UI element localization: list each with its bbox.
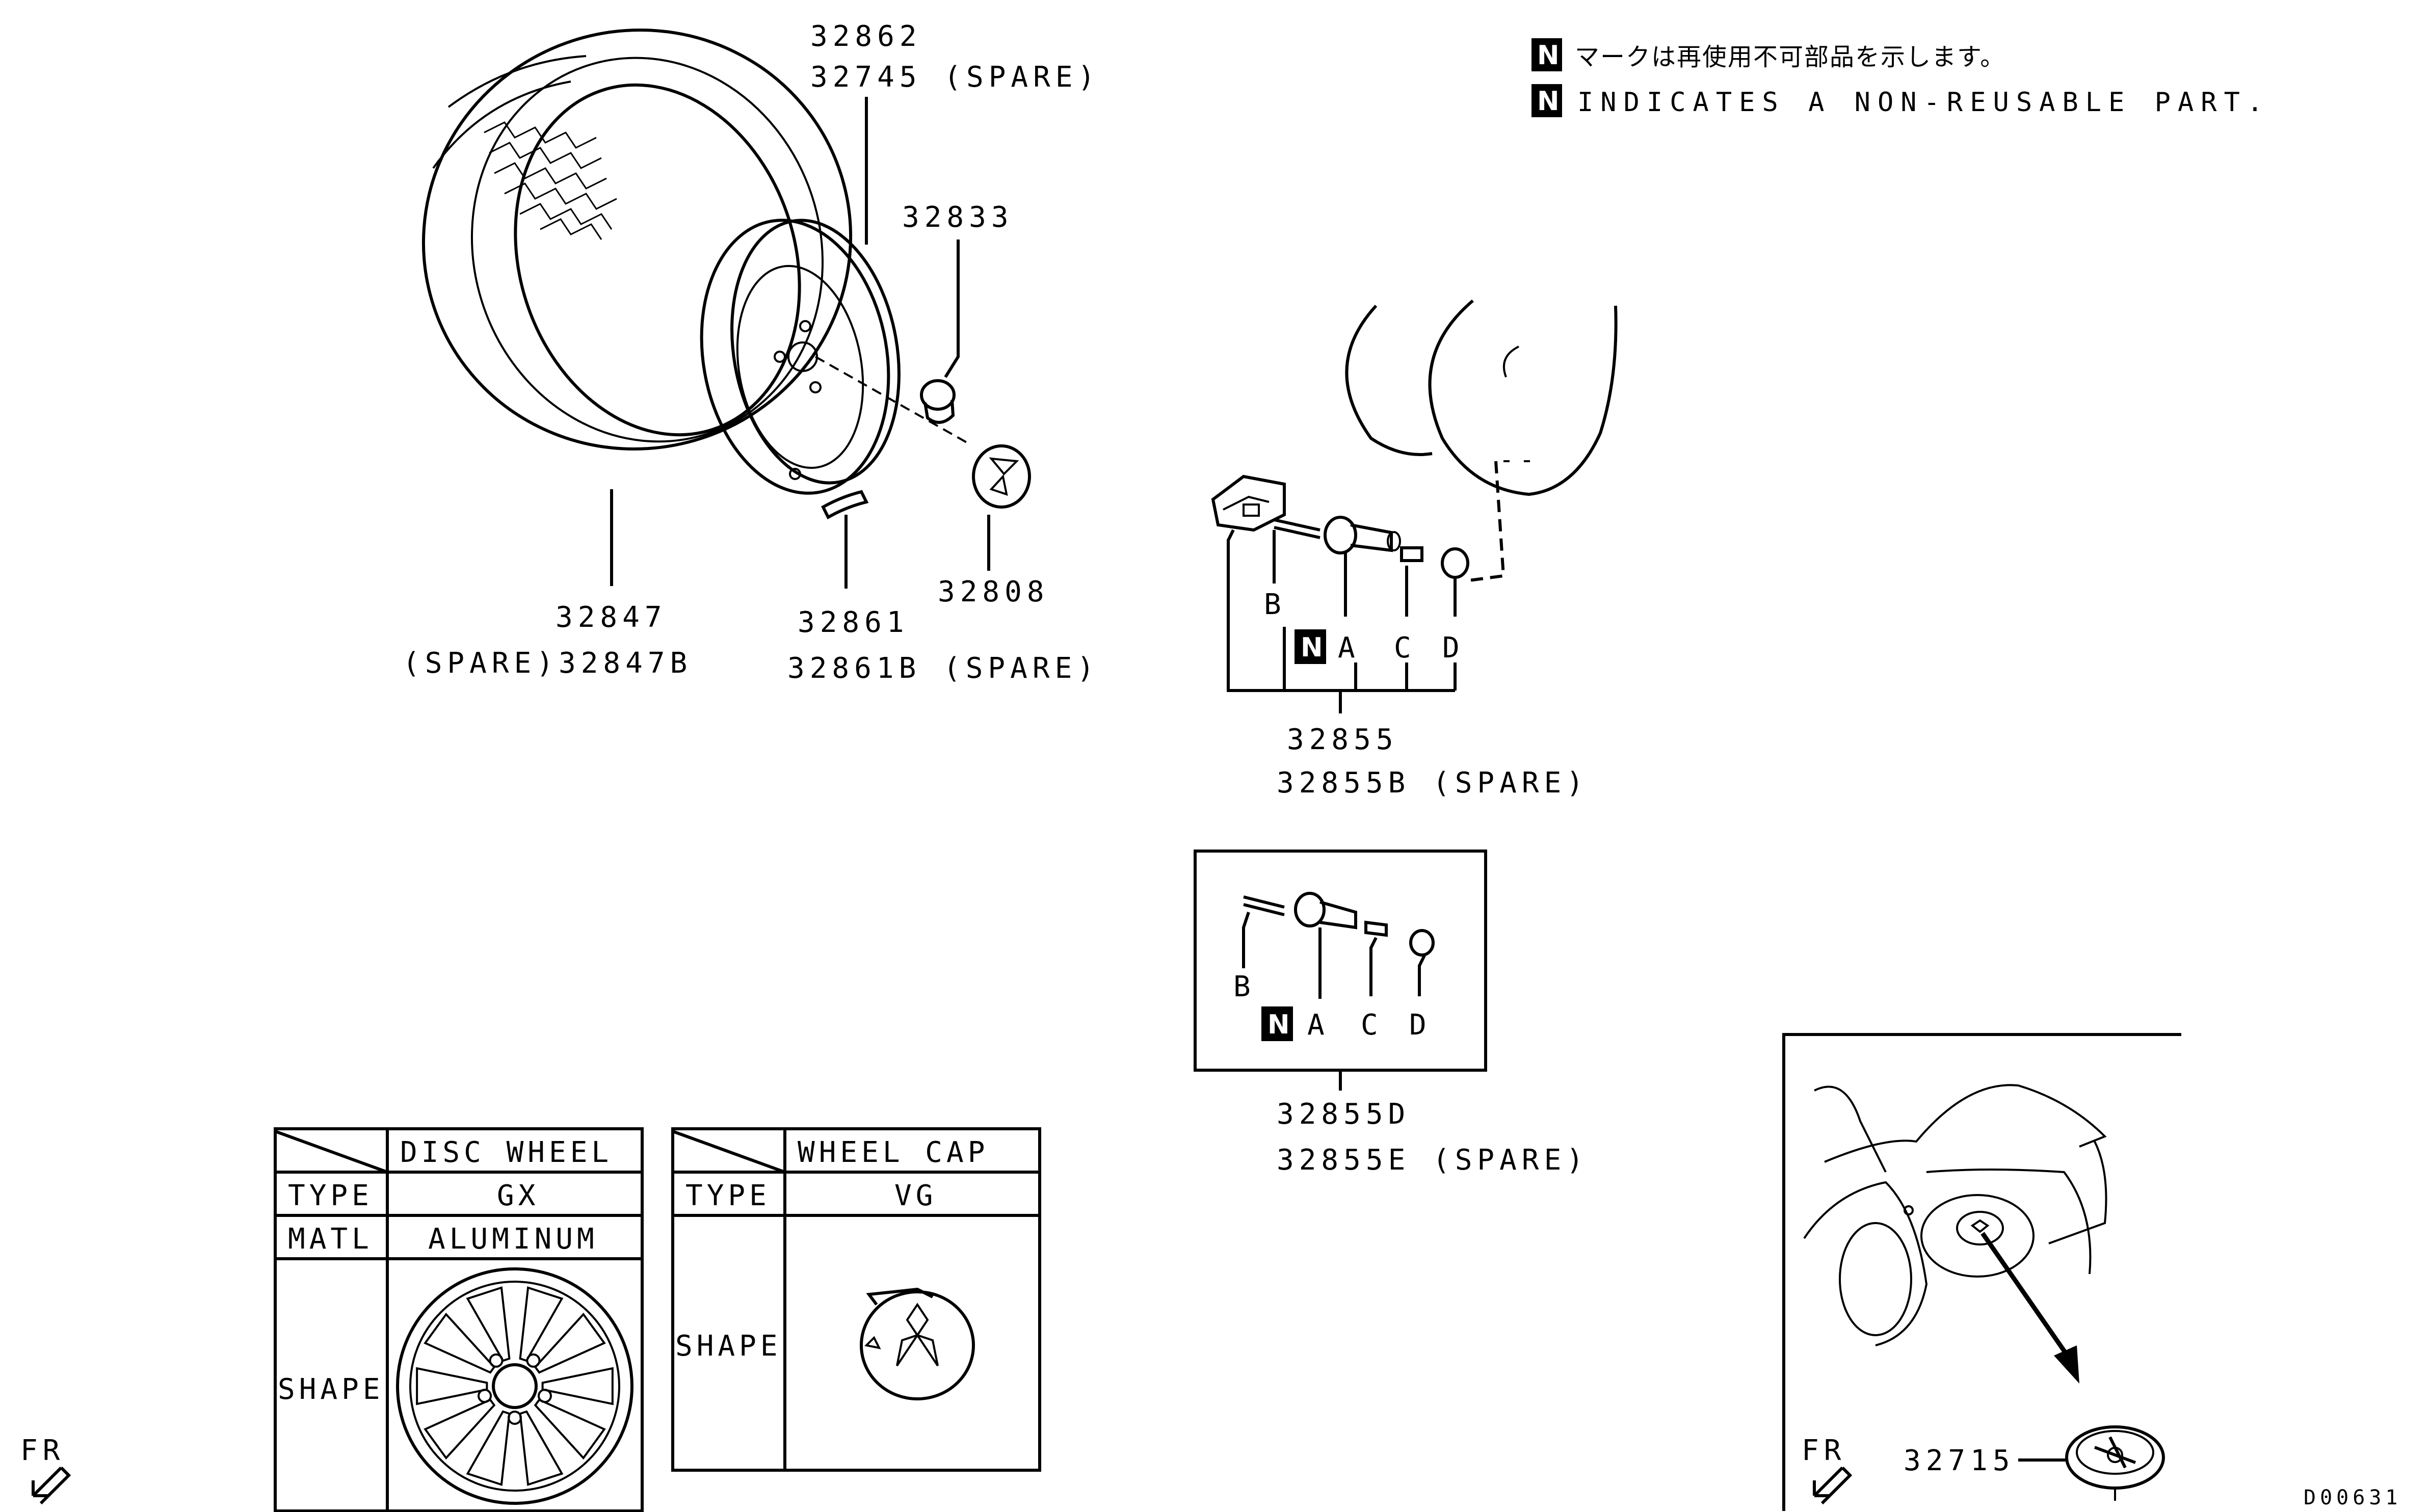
lug-hole <box>537 1389 552 1403</box>
wheel-spoke <box>534 1312 606 1374</box>
arrow-icon <box>1980 1232 2079 1384</box>
front-indicator-inset: FR <box>1802 1434 1853 1505</box>
n-badge-icon <box>1295 629 1326 664</box>
part-number-32855b: 32855B (SPARE) <box>1277 766 1589 800</box>
wheel-cap-table: WHEEL CAP TYPE VG SHAPE <box>671 1127 1041 1472</box>
part-number-32808: 32808 <box>938 575 1049 608</box>
disc-wheel-type-label: TYPE <box>288 1179 373 1212</box>
valve-set-letter-d: D <box>1409 1009 1432 1042</box>
wheel-spoke <box>416 1367 488 1405</box>
wheel-spoke <box>519 1286 564 1362</box>
disc-wheel-shape-label: SHAPE <box>278 1373 384 1406</box>
part-number-32855e: 32855E (SPARE) <box>1277 1144 1589 1177</box>
note-english: INDICATES A NON-REUSABLE PART. <box>1577 87 2270 118</box>
tpms-sensor-illustration <box>1211 474 1286 532</box>
nut-32833-illustration <box>920 379 956 424</box>
disc-wheel-matl-value: ALUMINUM <box>428 1223 598 1256</box>
n-badge-icon <box>1531 38 1562 71</box>
part-number-32745: 32745 (SPARE) <box>810 61 1100 94</box>
tire-illustration <box>421 29 853 450</box>
wheel-spoke <box>424 1398 496 1460</box>
disc-wheel-matl-label: MATL <box>288 1223 373 1256</box>
cap-32808-illustration <box>972 444 1031 509</box>
svg-text:N: N <box>1537 86 1560 117</box>
valve-letter-d: D <box>1442 631 1465 665</box>
alloy-wheel-icon <box>396 1267 633 1505</box>
wheel-spoke <box>424 1312 496 1374</box>
part-number-32855: 32855 <box>1287 723 1398 756</box>
svg-text:N: N <box>1301 632 1323 663</box>
lug-hole <box>508 1411 522 1425</box>
wheel-spoke <box>466 1286 511 1362</box>
part-number-32862: 32862 <box>810 20 922 53</box>
spare-holder-32715-illustration <box>2018 1425 2165 1501</box>
drawing-code: D00631 <box>2304 1486 2402 1509</box>
valve-letter-labels: B N A C D 32855 32855B (SPARE) <box>1264 588 1589 800</box>
fr-arrow-icon <box>1813 1466 1853 1505</box>
wheel-spoke <box>519 1410 564 1486</box>
front-indicator-left: FR <box>20 1434 71 1505</box>
disc-wheel-illustration <box>700 219 969 495</box>
weight-32861-illustration <box>821 490 869 520</box>
n-badge-icon <box>1261 1006 1293 1041</box>
part-number-32861b: 32861B (SPARE) <box>787 652 1099 685</box>
valve-letter-b: B <box>1264 588 1286 621</box>
lug-hole <box>489 1353 504 1368</box>
lug-hole <box>478 1389 492 1403</box>
wheel-cap-header: WHEEL CAP <box>798 1136 989 1169</box>
valve-set-letter-c: C <box>1361 1009 1383 1042</box>
part-number-32715: 32715 <box>1904 1444 2015 1477</box>
disc-wheel-type-value: GX <box>497 1179 539 1212</box>
wheel-spoke <box>534 1398 606 1460</box>
part-number-32847b: (SPARE)32847B <box>403 647 692 680</box>
part-number-32855d: 32855D <box>1277 1098 1410 1131</box>
lug-hole <box>526 1353 541 1368</box>
non-reusable-note: N マークは再使用不可部品を示します。 N INDICATES A NON-RE… <box>1531 38 2270 118</box>
valve-parts-illustration <box>1274 516 1469 579</box>
wheel-spoke <box>541 1367 614 1405</box>
fr-arrow-icon <box>32 1466 71 1505</box>
fr-label: FR <box>20 1434 65 1467</box>
car-rear-illustration <box>1803 1084 2107 1346</box>
wheel-outline-sketch <box>1345 299 1618 582</box>
valve-letter-a: A <box>1338 631 1360 665</box>
leader-lines <box>610 97 990 589</box>
wheel-cap-icon <box>860 1287 975 1400</box>
wheel-cap-type-value: VG <box>894 1179 937 1212</box>
valve-set-box: B N A C D 32855D 32855E (SPARE) <box>1194 850 1589 1177</box>
svg-text:N: N <box>1267 1010 1290 1040</box>
valve-set-letter-a: A <box>1307 1009 1330 1042</box>
svg-text:N: N <box>1537 40 1560 71</box>
part-number-32847: 32847 <box>556 601 667 634</box>
valve-set-letter-b: B <box>1233 970 1256 1003</box>
valve-letter-c: C <box>1394 631 1416 665</box>
wheel-cap-type-label: TYPE <box>685 1179 771 1212</box>
wheel-cap-shape-label: SHAPE <box>675 1330 782 1363</box>
part-number-32833: 32833 <box>902 201 1014 234</box>
part-number-32861: 32861 <box>798 606 909 639</box>
n-badge-icon <box>1531 84 1562 117</box>
disc-wheel-header: DISC WHEEL <box>400 1136 613 1169</box>
note-japanese: マークは再使用不可部品を示します。 <box>1575 43 2005 71</box>
disc-wheel-table: DISC WHEEL TYPE GX MATL ALUMINUM SHAPE <box>274 1127 644 1512</box>
valve-leaders <box>1227 529 1457 713</box>
wheel-spoke <box>466 1410 511 1486</box>
fr-label: FR <box>1802 1434 1846 1467</box>
spare-location-inset: 32715 <box>1782 1033 2181 1511</box>
part-labels: 32862 32745 (SPARE) 32833 32808 32847 (S… <box>403 20 1100 685</box>
